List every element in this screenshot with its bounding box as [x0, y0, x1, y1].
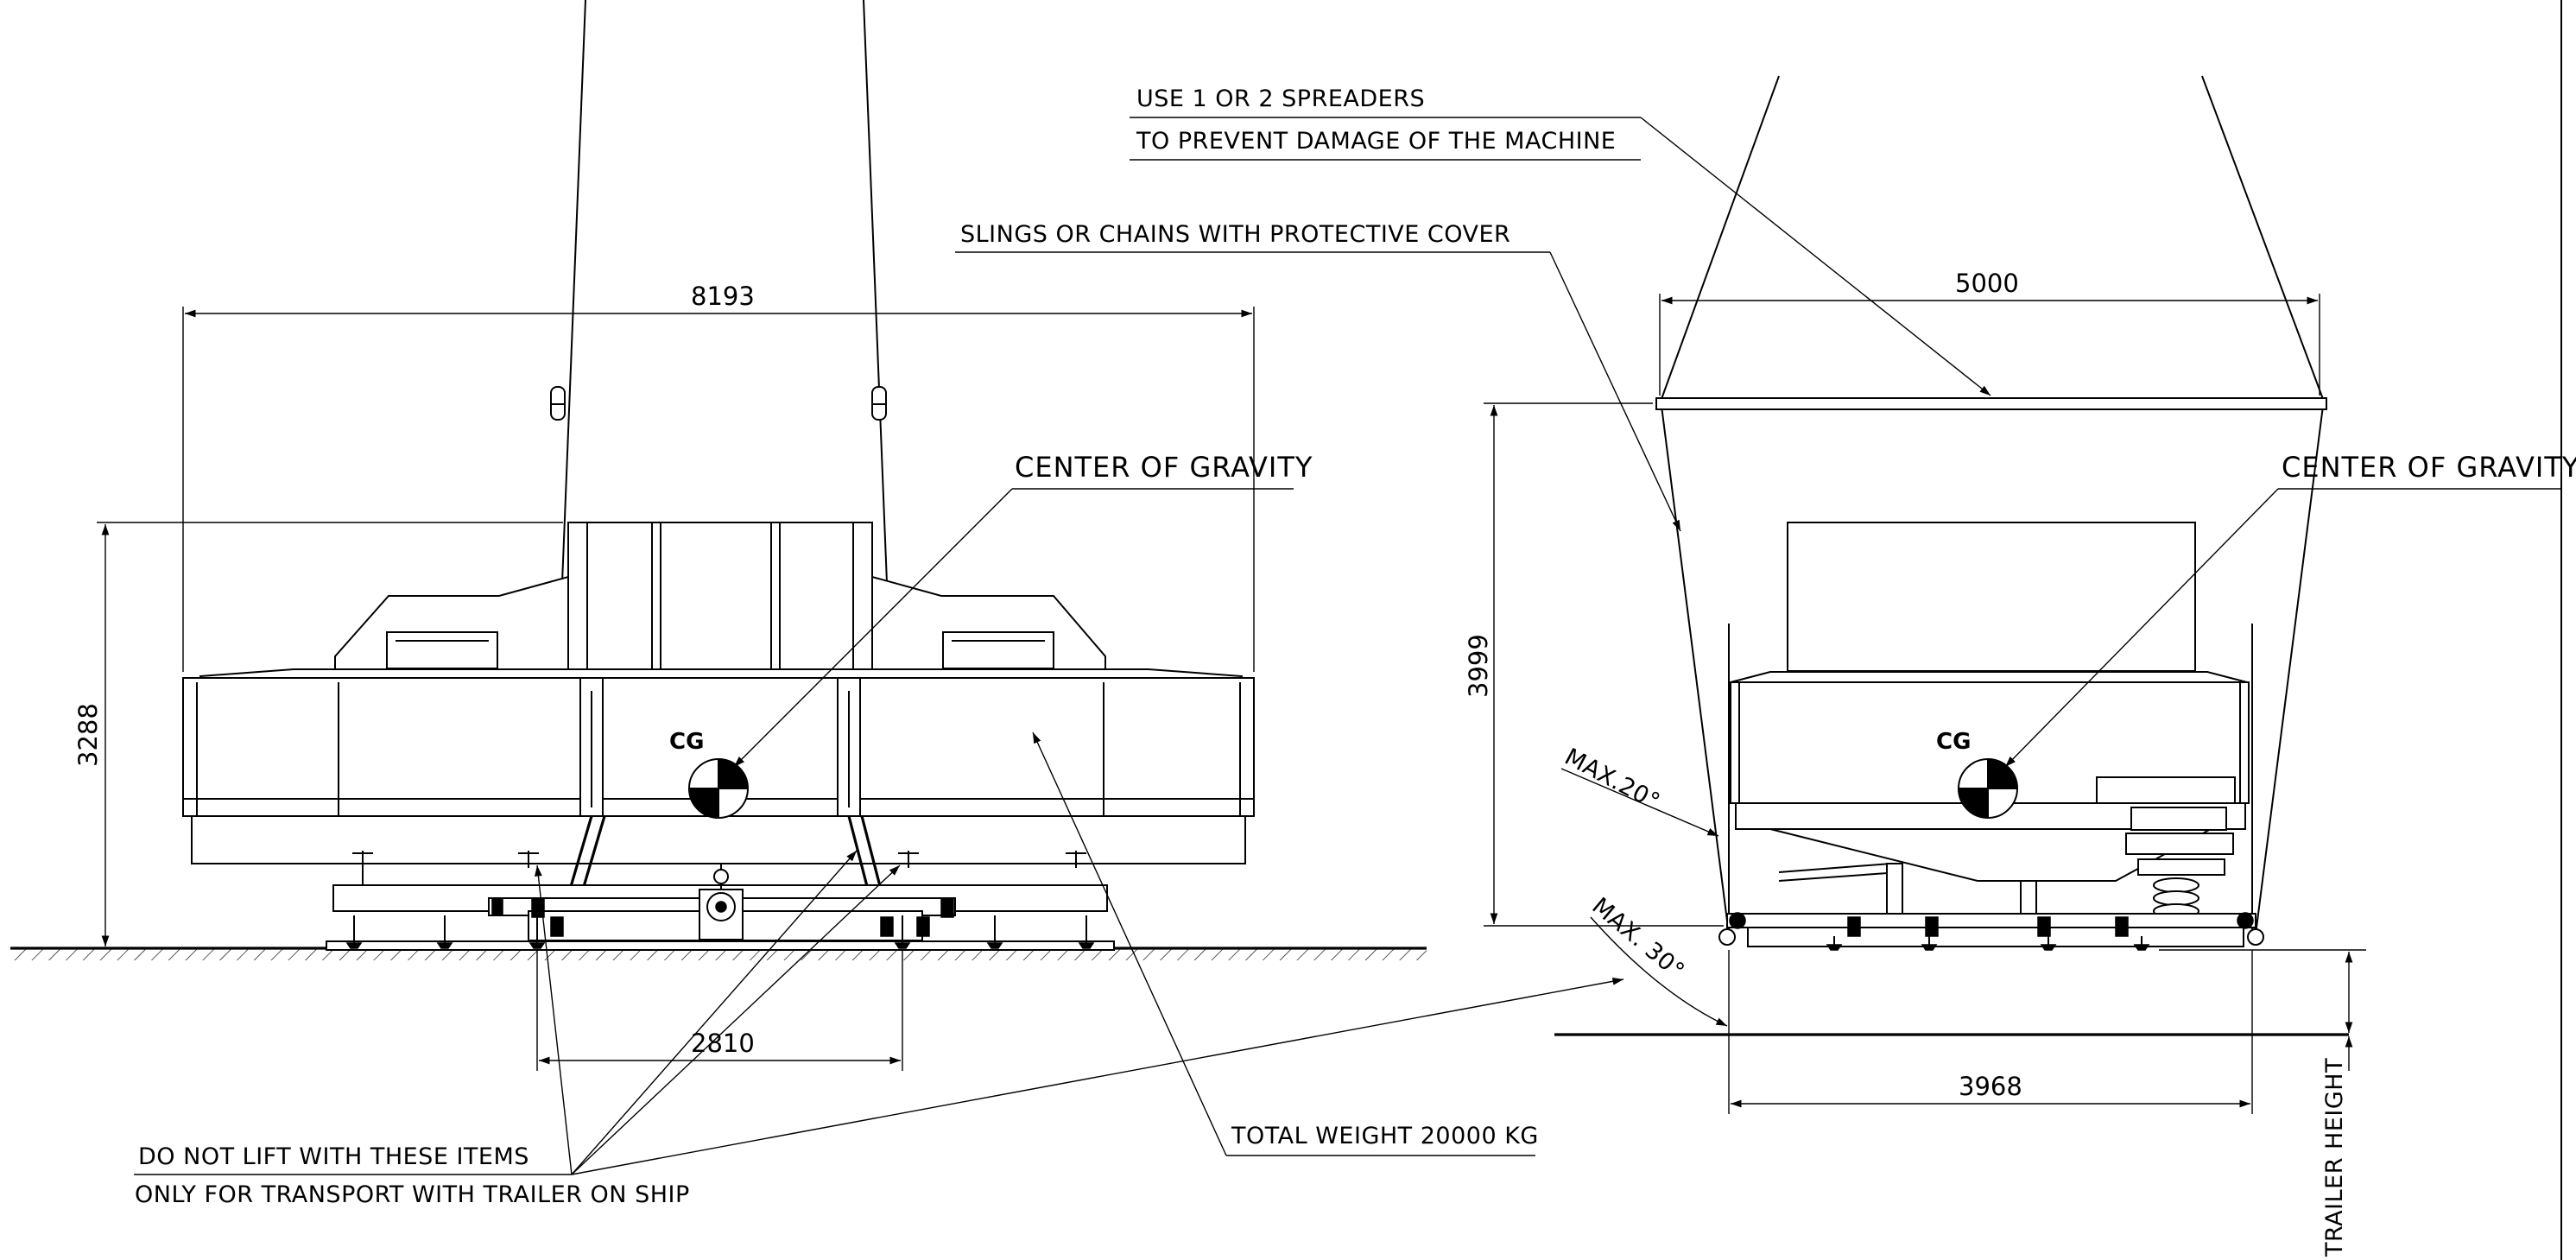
shackle-icon-1: [550, 386, 566, 421]
svg-text:TRAILER HEIGHT: TRAILER HEIGHT: [2321, 1058, 2348, 1257]
sling-right-3: [1661, 405, 1730, 935]
svg-text:MAX. 30°: MAX. 30°: [1587, 893, 1690, 985]
dimension-overall-height: 3288: [73, 522, 563, 947]
jack-feet-side: [345, 851, 1095, 949]
dimension-support-spacing: 2810: [536, 950, 903, 1071]
note-spreaders: USE 1 OR 2 SPREADERS TO PREVENT DAMAGE O…: [1130, 85, 1991, 396]
note-total-weight: TOTAL WEIGHT 20000 KG: [1032, 731, 1539, 1156]
cg-symbol-left-icon: [688, 758, 749, 819]
sling-right-4: [2255, 405, 2324, 935]
cg-symbol-right-icon: [1958, 758, 2018, 819]
sling-right-2: [2201, 75, 2324, 400]
note-slings: SLINGS OR CHAINS WITH PROTECTIVE COVER: [955, 221, 1681, 532]
machine-side-body: [182, 522, 1255, 951]
svg-text:3999: 3999: [1464, 634, 1493, 698]
shackle-icon-2: [871, 386, 887, 421]
ground-hatch-left: [10, 948, 1427, 960]
svg-text:8193: 8193: [691, 282, 755, 311]
spring-icon: [2153, 877, 2199, 919]
svg-text:DO NOT LIFT WITH THESE ITEMS: DO NOT LIFT WITH THESE ITEMS: [138, 1143, 529, 1170]
svg-text:MAX.20°: MAX.20°: [1560, 744, 1665, 816]
spreader-bar: [1655, 397, 2327, 410]
angle-max-20: MAX.20°: [1560, 744, 1719, 837]
cg-label-right: CG: [1936, 729, 1971, 755]
svg-text:5000: 5000: [1955, 269, 2019, 298]
svg-text:SLINGS OR CHAINS WITH PROTECTI: SLINGS OR CHAINS WITH PROTECTIVE COVER: [960, 221, 1510, 248]
svg-text:CENTER OF GRAVITY: CENTER OF GRAVITY: [2282, 451, 2576, 484]
sling-right-1: [1661, 75, 1780, 400]
svg-text:USE 1 OR 2 SPREADERS: USE 1 OR 2 SPREADERS: [1136, 85, 1425, 112]
dimension-overall-length: 8193: [182, 282, 1255, 672]
svg-text:ONLY FOR TRANSPORT WITH TRAILE: ONLY FOR TRANSPORT WITH TRAILER ON SHIP: [135, 1181, 690, 1208]
end-view: CG 5000 3999 3968 TRAILER HEIGHT: [1464, 75, 2576, 1257]
svg-text:3288: 3288: [73, 703, 103, 767]
angle-max-30: MAX. 30°: [1587, 893, 1728, 1027]
note-cog-left: CENTER OF GRAVITY: [733, 451, 1313, 768]
note-do-not-lift: DO NOT LIFT WITH THESE ITEMS ONLY FOR TR…: [134, 850, 1624, 1208]
svg-text:TO PREVENT DAMAGE OF THE MACHI: TO PREVENT DAMAGE OF THE MACHINE: [1136, 128, 1616, 155]
svg-text:TOTAL WEIGHT 20000 KG: TOTAL WEIGHT 20000 KG: [1231, 1123, 1539, 1149]
dimension-overall-width: 3968: [1728, 950, 2253, 1114]
note-cog-right: CENTER OF GRAVITY: [2004, 451, 2576, 768]
svg-text:3968: 3968: [1959, 1072, 2022, 1101]
side-view: CG 8193 3288 2810 CENTER OF GRAVITY: [10, 0, 1539, 1156]
machine-end-body: [1718, 522, 2264, 951]
dimension-lift-height: 3999: [1464, 402, 1724, 927]
dimension-spreader-width: 5000: [1659, 269, 2320, 396]
cg-label-left: CG: [669, 729, 704, 755]
svg-text:CENTER OF GRAVITY: CENTER OF GRAVITY: [1015, 451, 1313, 484]
dimension-trailer-height: TRAILER HEIGHT: [2159, 949, 2366, 1257]
